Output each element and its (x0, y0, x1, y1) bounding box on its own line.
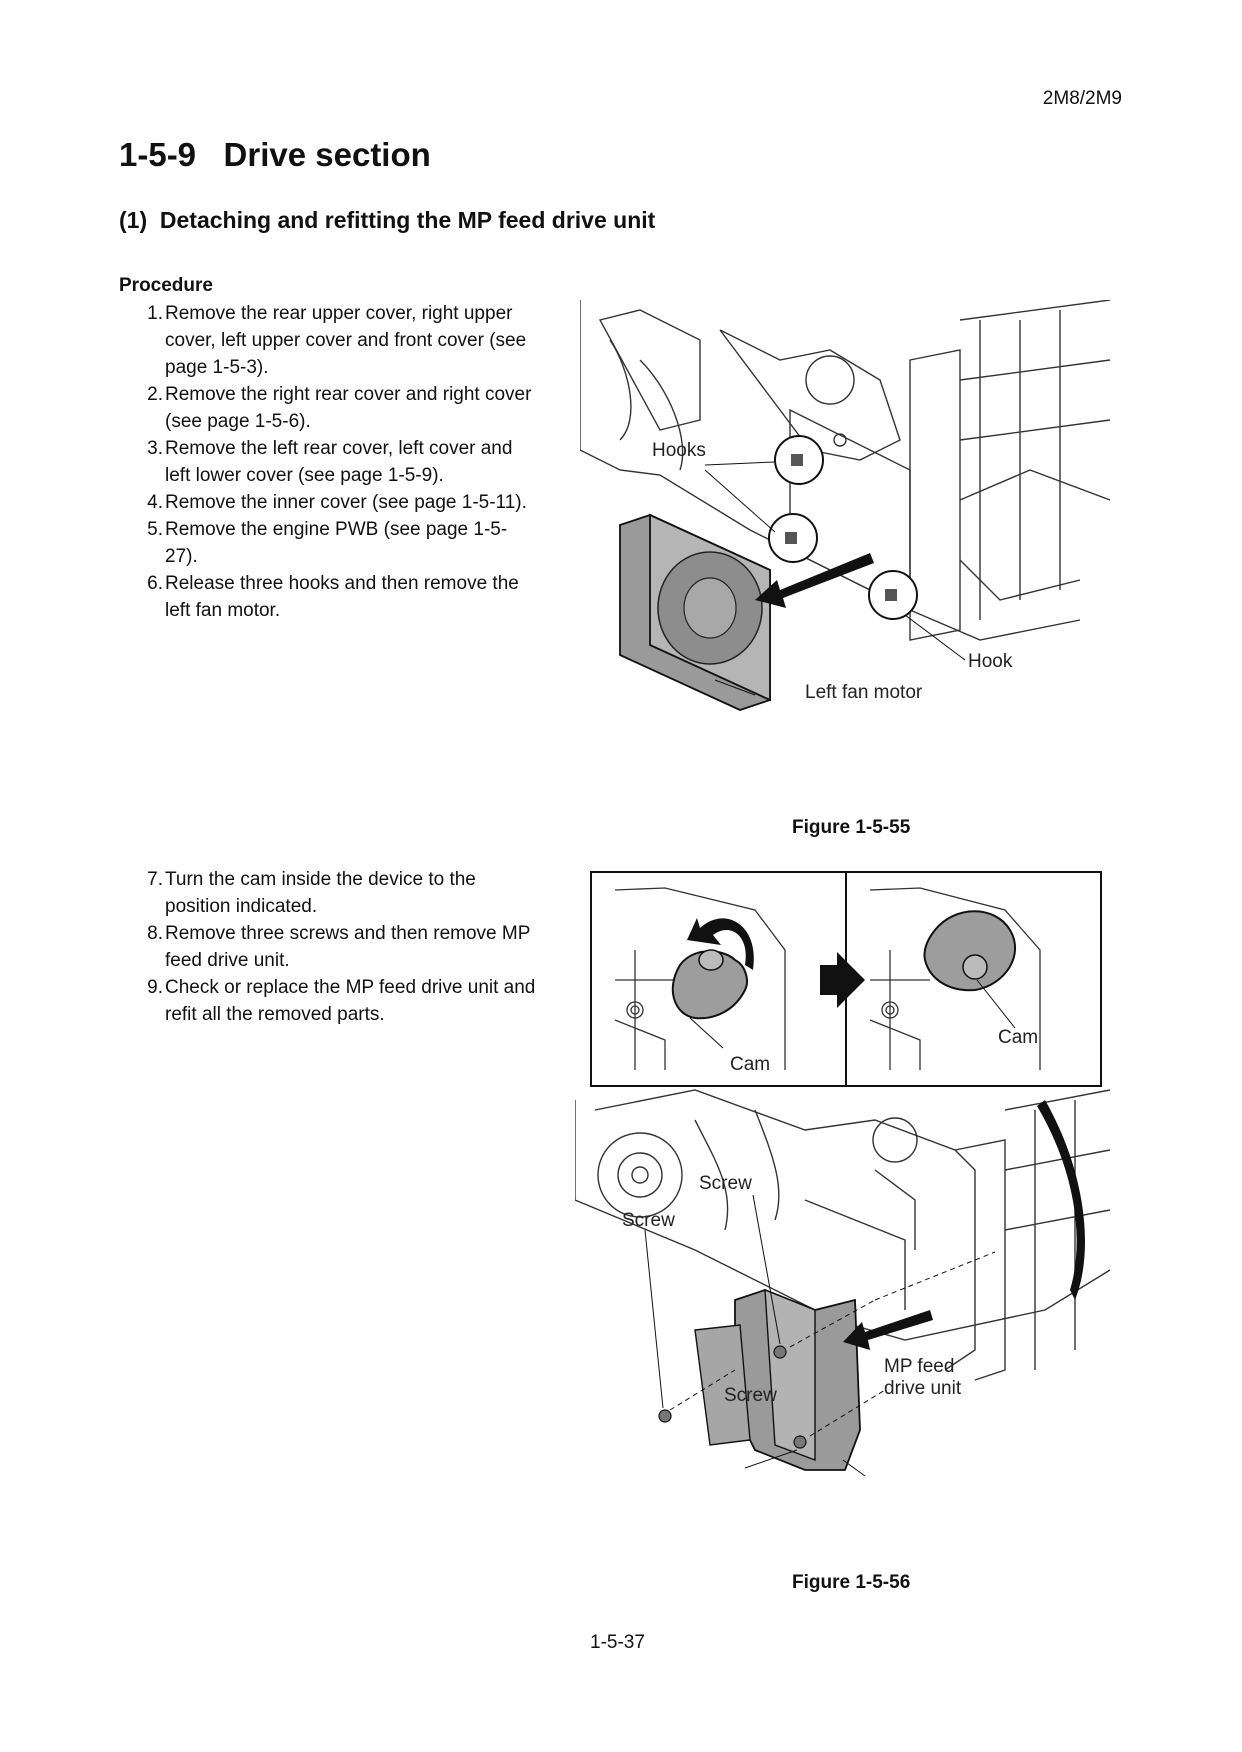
transition-arrow (820, 952, 865, 1008)
step-7: 7.Turn the cam inside the device to the … (119, 866, 539, 920)
figure-1-5-55-illustration: Hooks Hook Left fan motor (580, 300, 1110, 711)
screw-icon (658, 1409, 672, 1423)
step-number: 8. (147, 923, 163, 944)
screw-label-top: Screw (699, 1173, 752, 1194)
step-text: Check or replace the MP feed drive unit … (165, 977, 536, 1025)
step-5: 5.Remove the engine PWB (see page 1-5-27… (119, 516, 539, 570)
step-6: 6.Release three hooks and then remove th… (119, 570, 539, 624)
cam-label-after: Cam (998, 1027, 1038, 1048)
section-title: 1-5-9 Drive section (119, 136, 431, 173)
step-number: 7. (147, 869, 163, 890)
step-text: Remove three screws and then remove MP f… (165, 923, 531, 971)
procedure-heading: Procedure (119, 275, 213, 296)
left-fan-motor (619, 513, 771, 711)
step-3: 3.Remove the left rear cover, left cover… (119, 435, 539, 489)
figure-caption-1-5-55: Figure 1-5-55 (792, 817, 911, 838)
subsection-title: (1) Detaching and refitting the MP feed … (119, 207, 656, 233)
remove-direction-arrow (755, 553, 874, 608)
step-4: 4.Remove the inner cover (see page 1-5-1… (119, 489, 539, 516)
step-2: 2.Remove the right rear cover and right … (119, 381, 539, 435)
step-number: 2. (147, 384, 163, 405)
hooks-label: Hooks (652, 440, 706, 461)
step-1: 1.Remove the rear upper cover, right upp… (119, 300, 539, 381)
step-9: 9.Check or replace the MP feed drive uni… (119, 974, 539, 1028)
figure-caption-1-5-56: Figure 1-5-56 (792, 1572, 911, 1593)
step-text: Release three hooks and then remove the … (165, 573, 519, 621)
step-number: 4. (147, 492, 163, 513)
screw-icon (793, 1435, 807, 1449)
mp-feed-drive-unit-label-line2: drive unit (884, 1378, 962, 1399)
cam-before (671, 950, 748, 1020)
step-number: 3. (147, 438, 163, 459)
page-number: 1-5-37 (590, 1632, 645, 1653)
screw-label-left: Screw (622, 1210, 675, 1231)
model-code: 2M8/2M9 (1042, 88, 1122, 109)
rotation-arc-indicator (1037, 1100, 1085, 1300)
procedure-steps-group-1: 1.Remove the rear upper cover, right upp… (119, 300, 539, 624)
step-8: 8.Remove three screws and then remove MP… (119, 920, 539, 974)
screw-icon (773, 1345, 787, 1359)
step-number: 1. (147, 303, 163, 324)
screw-label-bottom: Screw (724, 1385, 777, 1406)
mp-feed-drive-unit (694, 1288, 861, 1471)
step-text: Turn the cam inside the device to the po… (165, 869, 476, 917)
left-fan-motor-label: Left fan motor (805, 682, 923, 703)
step-number: 6. (147, 573, 163, 594)
mp-feed-drive-unit-label-line1: MP feed (884, 1356, 954, 1377)
procedure-steps-group-2: 7.Turn the cam inside the device to the … (119, 866, 539, 1028)
cam-rotation-arrow (687, 918, 754, 970)
step-text: Remove the left rear cover, left cover a… (165, 438, 513, 486)
step-number: 9. (147, 977, 163, 998)
step-text: Remove the rear upper cover, right upper… (165, 303, 527, 378)
figure-1-5-56-illustration: Cam Cam Screw Screw Screw MP feed (575, 871, 1110, 1477)
step-text: Remove the inner cover (see page 1-5-11)… (165, 492, 527, 513)
step-text: Remove the right rear cover and right co… (165, 384, 532, 432)
hook-label: Hook (968, 651, 1013, 672)
unit-remove-arrow (843, 1310, 933, 1350)
step-number: 5. (147, 519, 163, 540)
cam-label-before: Cam (730, 1054, 770, 1075)
step-text: Remove the engine PWB (see page 1-5-27). (165, 519, 508, 567)
